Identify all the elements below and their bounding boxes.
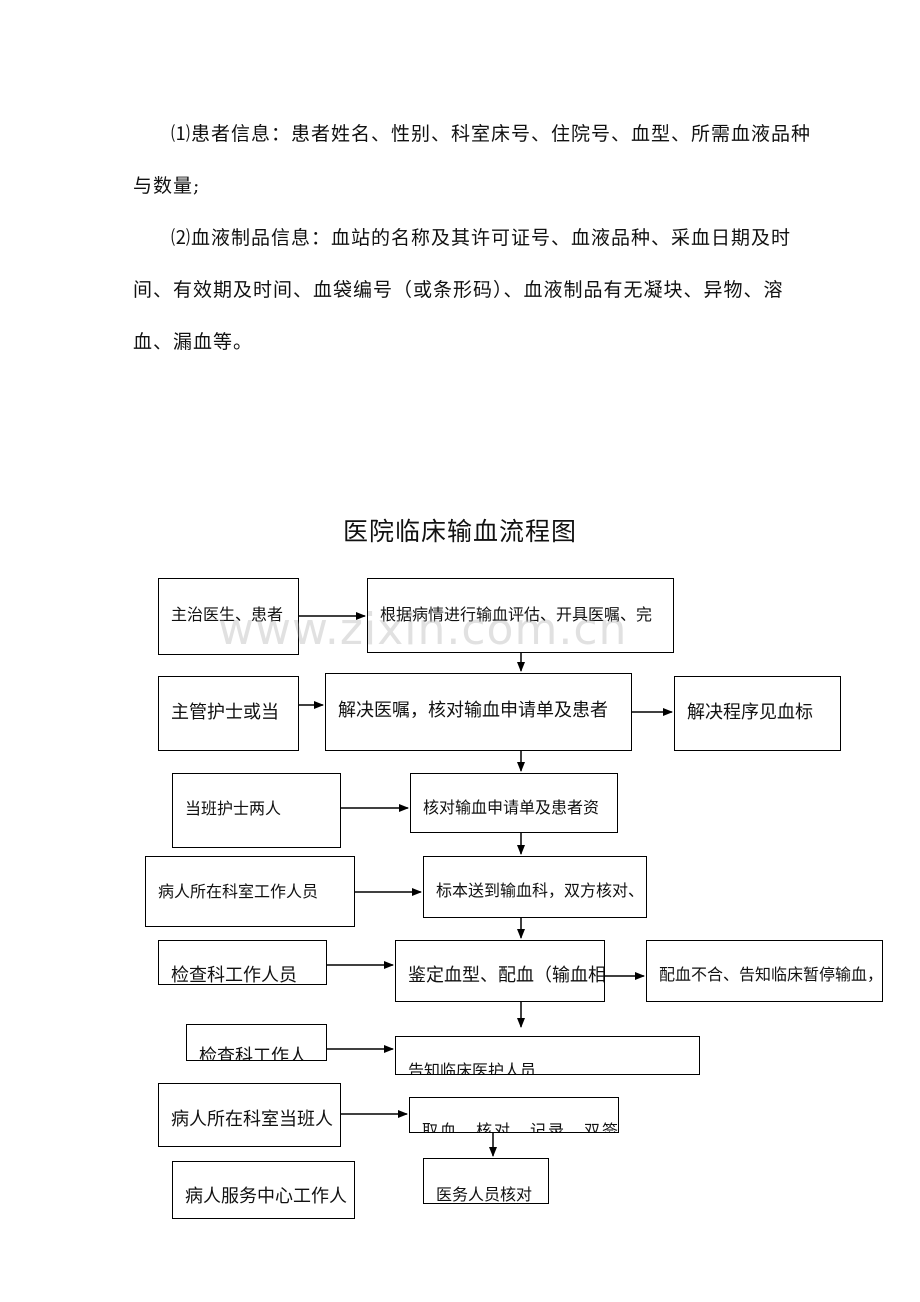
side-box-specimen-procedure: 解决程序见血标 bbox=[674, 676, 841, 751]
role-label: 主治医生、患者 bbox=[171, 605, 284, 624]
paragraph-blood-info: ⑵血液制品信息：血站的名称及其许可证号、血液品种、采血日期及时间、有效期及时间、… bbox=[133, 212, 823, 368]
role-label: 检查科工作人员 bbox=[171, 965, 297, 985]
role-box-duty-nurses: 当班护士两人 bbox=[172, 773, 341, 848]
side-box-mismatch: 配血不合、告知临床暂停输血， bbox=[646, 940, 883, 1002]
step-label: 鉴定血型、配血（输血相 bbox=[408, 965, 605, 986]
role-label: 病人所在科室工作人员 bbox=[158, 882, 319, 901]
role-label: 主管护士或当 bbox=[171, 702, 279, 723]
step-box-process-order: 解决医嘱，核对输血申请单及患者 bbox=[325, 673, 632, 751]
role-box-lab-staff: 检查科工作人员 bbox=[158, 940, 327, 985]
step-box-verify-request: 核对输血申请单及患者资 bbox=[410, 773, 618, 833]
step-label: 告知临床医护人员 bbox=[408, 1061, 537, 1075]
step-label: 标本送到输血科，双方核对、 bbox=[436, 881, 645, 900]
role-box-lab-staff-2: 检查科工作人 bbox=[186, 1024, 327, 1061]
step-box-notify-clinic: 告知临床医护人员 bbox=[395, 1036, 700, 1075]
role-label: 病人所在科室当班人 bbox=[171, 1109, 333, 1130]
paragraph-patient-info: ⑴患者信息：患者姓名、性别、科室床号、住院号、血型、所需血液品种与数量; bbox=[133, 108, 823, 212]
role-label: 病人服务中心工作人 bbox=[185, 1186, 347, 1207]
role-box-ward-staff: 病人所在科室工作人员 bbox=[145, 856, 355, 927]
side-step-label: 解决程序见血标 bbox=[687, 702, 813, 723]
step-label: 取血、核对、记录、双签 bbox=[422, 1121, 619, 1133]
step-label: 医务人员核对 bbox=[436, 1185, 533, 1204]
role-box-service-center: 病人服务中心工作人 bbox=[172, 1161, 355, 1219]
flowchart-title: 医院临床输血流程图 bbox=[342, 517, 577, 546]
step-label: 核对输血申请单及患者资 bbox=[423, 798, 600, 817]
step-box-fetch-blood: 取血、核对、记录、双签 bbox=[409, 1097, 619, 1133]
patient-info-text: ⑴患者信息：患者姓名、性别、科室床号、住院号、血型、所需血液品种与数量; bbox=[133, 123, 812, 197]
step-box-assessment: 根据病情进行输血评估、开具医嘱、完 bbox=[367, 578, 674, 653]
blood-info-text: ⑵血液制品信息：血站的名称及其许可证号、血液品种、采血日期及时间、有效期及时间、… bbox=[133, 227, 792, 353]
side-step-label: 配血不合、告知临床暂停输血， bbox=[659, 965, 883, 984]
role-box-doctor-patient: 主治医生、患者 bbox=[158, 578, 299, 655]
step-label: 根据病情进行输血评估、开具医嘱、完 bbox=[380, 605, 653, 624]
role-box-ward-duty: 病人所在科室当班人 bbox=[158, 1083, 341, 1147]
step-box-blood-typing: 鉴定血型、配血（输血相 bbox=[395, 940, 605, 1002]
role-label: 检查科工作人 bbox=[199, 1046, 307, 1061]
role-box-charge-nurse: 主管护士或当 bbox=[158, 676, 299, 751]
step-box-staff-verify: 医务人员核对 bbox=[423, 1158, 549, 1204]
role-label: 当班护士两人 bbox=[185, 799, 282, 818]
step-label: 解决医嘱，核对输血申请单及患者 bbox=[338, 700, 608, 721]
step-box-send-sample: 标本送到输血科，双方核对、 bbox=[423, 856, 647, 918]
